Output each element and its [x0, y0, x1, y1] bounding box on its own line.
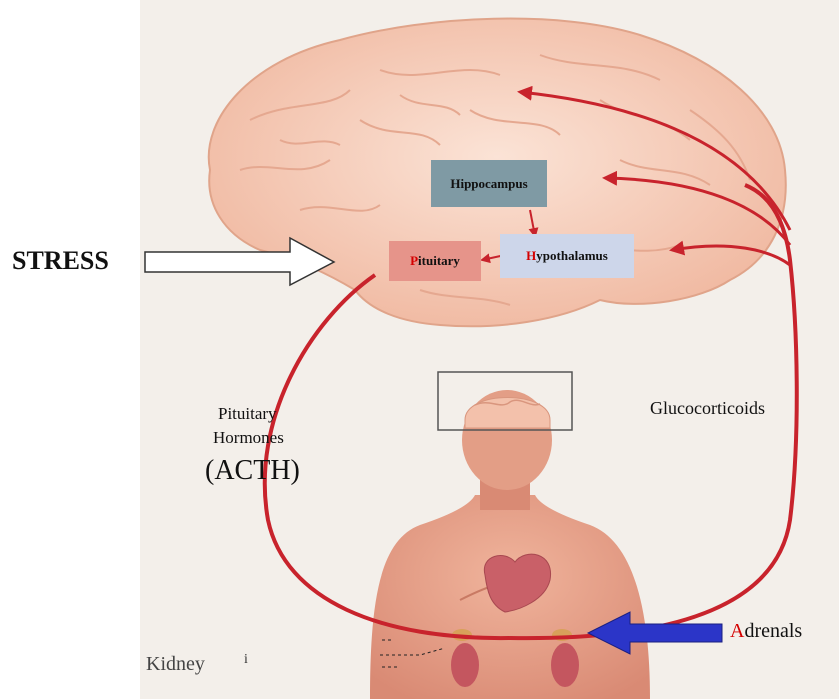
hippocampus-box: Hippocampus [431, 160, 547, 207]
pituitary-label: Pituitary [410, 253, 460, 269]
stress-label: STRESS [12, 246, 109, 276]
glucocorticoids-label: Glucocorticoids [650, 398, 765, 419]
hypothalamus-label: Hypothalamus [526, 248, 608, 264]
hippocampus-label: Hippocampus [450, 176, 527, 192]
adrenals-label: Adrenals [730, 620, 802, 643]
acth-label: (ACTH) [205, 455, 300, 487]
hypothalamus-box: Hypothalamus [500, 234, 634, 278]
pituitary-hormones-line2: Hormones [213, 428, 284, 448]
tick-mark: i [244, 652, 248, 668]
kidney-label: Kidney [146, 653, 205, 676]
pituitary-hormones-line1: Pituitary [218, 404, 277, 424]
pituitary-box: Pituitary [389, 241, 481, 281]
human-figure [370, 390, 650, 699]
